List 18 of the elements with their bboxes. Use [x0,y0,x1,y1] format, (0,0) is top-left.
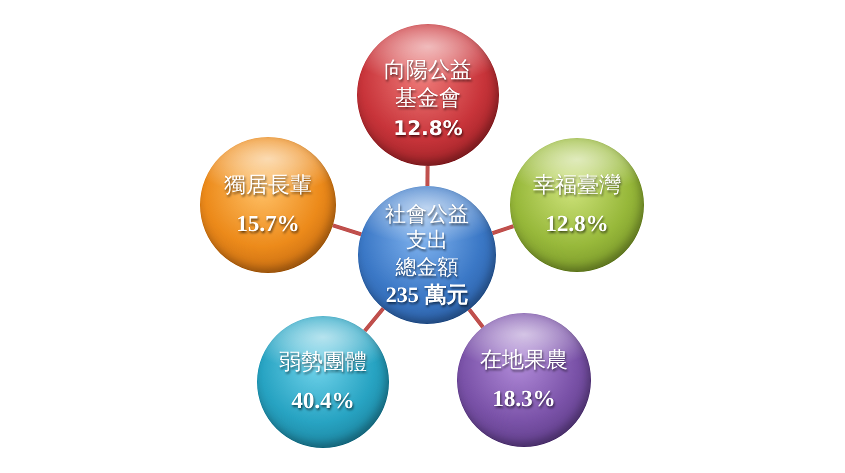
value-label: 12.8% [545,210,609,238]
value-label: 15.7% [236,210,300,238]
value-label: 12.8% [393,116,463,142]
value-label: 40.4% [291,387,355,416]
node-label: 弱勢團體 [279,348,367,376]
node-label: 總金額 [396,254,458,282]
value-label: 18.3% [492,385,556,414]
node-label: 在地果農 [480,346,568,374]
node-label: 社會公益支出 [384,200,470,254]
connector-line [425,166,430,186]
connector-line [468,308,484,328]
node-label: 幸福臺灣 [533,171,621,200]
node-label: 獨居長輩 [224,171,312,200]
connector-line [332,224,362,236]
value-label: 235 萬元 [386,281,468,310]
connector-line [363,307,385,332]
node-label: 向陽公益基金會 [383,56,473,112]
connector-line [492,224,514,236]
